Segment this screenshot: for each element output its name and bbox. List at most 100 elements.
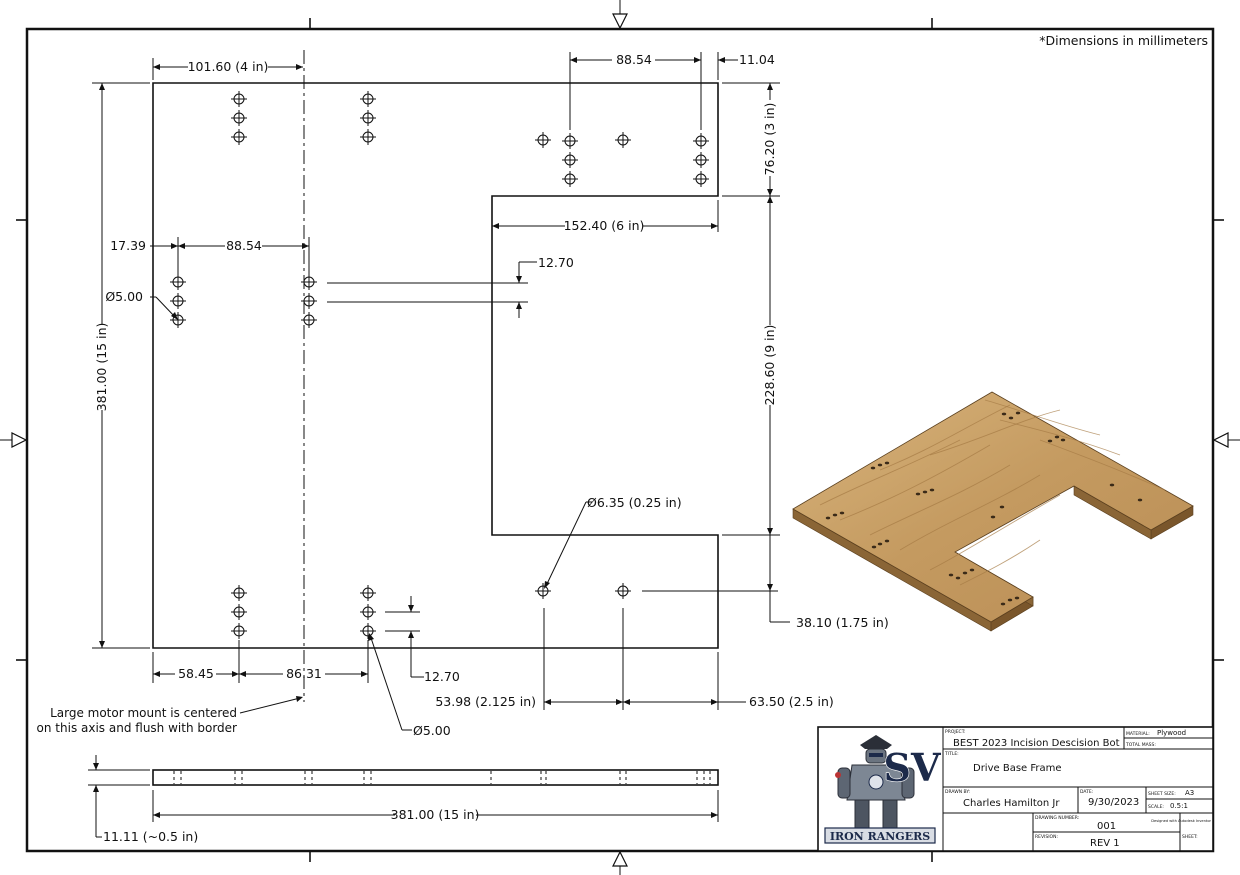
iso-hole	[969, 568, 975, 572]
mounting-holes	[170, 91, 709, 639]
note-line-2: on this axis and flush with border	[37, 721, 238, 735]
dim-12-70-upper: 12.70	[538, 255, 574, 270]
material-value: Plywood	[1157, 729, 1186, 737]
hole	[360, 110, 376, 126]
hole	[231, 91, 247, 107]
mass-label: TOTAL MASS:	[1125, 742, 1156, 748]
iso-hole	[877, 542, 883, 546]
grain-line	[899, 474, 1041, 551]
hole	[535, 132, 551, 148]
grain-line	[869, 464, 1011, 536]
iso-hole	[962, 571, 968, 575]
hole	[301, 293, 317, 309]
logo-team-name: IRON RANGERS	[830, 830, 930, 843]
dimension-labels: 101.60 (4 in) 88.54 11.04 76.20 (3 in) 1…	[94, 52, 889, 738]
dim-bottom-86: 86.31	[286, 666, 322, 681]
title-label: TITLE:	[944, 751, 959, 757]
hole	[170, 293, 186, 309]
team-logo: SV IRON RANGERS	[824, 735, 943, 844]
iso-hole	[870, 466, 876, 470]
project-label: PROJECT:	[945, 729, 965, 735]
revision-value: REV 1	[1090, 838, 1120, 849]
iso-hole	[955, 576, 961, 580]
centering-mark-right	[1212, 432, 1240, 448]
plywood-top-face	[792, 391, 1194, 623]
dim-12-70-lower: 12.70	[424, 669, 460, 684]
hole	[693, 152, 709, 168]
iso-hole	[1000, 602, 1006, 606]
centering-mark-top	[612, 0, 628, 30]
centering-mark-left	[0, 432, 28, 448]
grain-line	[839, 444, 991, 521]
grain-line	[929, 494, 1061, 571]
hole	[562, 171, 578, 187]
iso-hole	[1054, 435, 1060, 439]
iso-hole	[1001, 412, 1007, 416]
iso-hole	[871, 545, 877, 549]
dim-left-88: 88.54	[226, 238, 262, 253]
iso-hole	[915, 492, 921, 496]
dim-bottom-58: 58.45	[178, 666, 214, 681]
grain-line	[984, 399, 1101, 436]
motor-mount-note: Large motor mount is centered on this ax…	[37, 706, 238, 735]
iso-hole	[999, 505, 1005, 509]
designed-with-note: Designed with Autodesk Inventor	[1151, 819, 1211, 823]
dim-top-left: 101.60 (4 in)	[188, 59, 269, 74]
hidden-hole-lines	[173, 771, 711, 784]
iso-hole	[1047, 439, 1053, 443]
hole	[360, 585, 376, 601]
iso-hole	[1007, 598, 1013, 602]
iso-hole	[1015, 411, 1021, 415]
hole	[360, 623, 376, 639]
drawn-by-label: DRAWN BY:	[945, 789, 970, 795]
iso-hole	[877, 463, 883, 467]
drawing-number-value: 001	[1097, 821, 1116, 832]
hole	[693, 133, 709, 149]
grain-line	[929, 409, 1061, 456]
iso-hole	[884, 539, 890, 543]
wood-grain	[819, 399, 1166, 586]
sheet-label: SHEET:	[1182, 834, 1198, 840]
iso-hole	[929, 488, 935, 492]
centering-mark-bottom	[612, 850, 628, 875]
dim-top-88: 88.54	[616, 52, 652, 67]
hole	[562, 152, 578, 168]
dim-height-381: 381.00 (15 in)	[94, 323, 109, 412]
date-label: DATE:	[1080, 789, 1093, 795]
date-value: 9/30/2023	[1088, 797, 1139, 808]
scale-label: SCALE:	[1148, 804, 1164, 810]
iso-hole	[1014, 596, 1020, 600]
revision-label: REVISION:	[1035, 834, 1058, 840]
dim-top-11: 11.04	[739, 52, 775, 67]
dim-dia-5-left: Ø5.00	[105, 289, 143, 304]
dim-left-17: 17.39	[110, 238, 146, 253]
grain-line	[999, 419, 1121, 456]
sheet-size-value: A3	[1185, 789, 1194, 797]
scale-value: 0.5:1	[1170, 802, 1188, 810]
logo-monogram: SV	[884, 745, 942, 790]
hole	[231, 585, 247, 601]
dim-dia-5-bottom: Ø5.00	[413, 723, 451, 738]
hole	[360, 604, 376, 620]
iso-hole	[1060, 438, 1066, 442]
dim-bottom-38: 38.10 (1.75 in)	[796, 615, 889, 630]
hole	[231, 110, 247, 126]
iso-holes	[825, 411, 1143, 606]
dim-right-228: 228.60 (9 in)	[762, 325, 777, 406]
hole	[301, 274, 317, 290]
dim-bottom-53: 53.98 (2.125 in)	[435, 694, 536, 709]
material-label: MATERIAL:	[1126, 731, 1150, 737]
dim-notch-152: 152.40 (6 in)	[564, 218, 645, 233]
title-value: Drive Base Frame	[973, 763, 1062, 774]
dim-side-thickness: 11.11 (~0.5 in)	[103, 829, 198, 844]
iso-hole	[948, 573, 954, 577]
project-value: BEST 2023 Incision Descision Bot	[953, 738, 1120, 749]
dimension-lines	[92, 52, 790, 731]
iso-hole	[1008, 416, 1014, 420]
grain-line	[959, 539, 1041, 586]
robot-mascot	[835, 735, 915, 829]
drawing-number-label: DRAWING NUMBER:	[1035, 815, 1079, 821]
iso-hole	[922, 490, 928, 494]
